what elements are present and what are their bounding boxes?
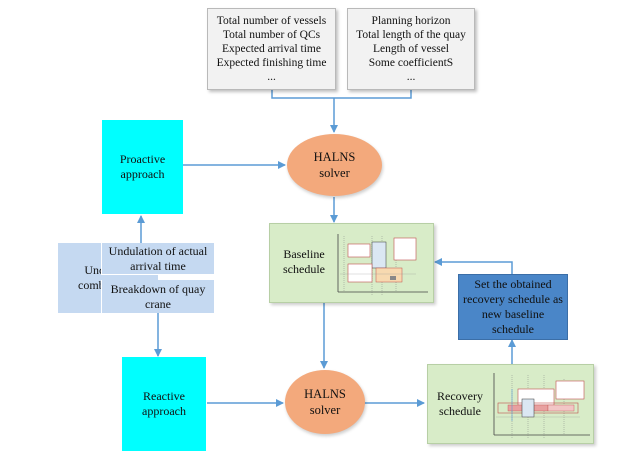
solver-top-line: solver <box>319 166 350 180</box>
inputs-left-line: Expected arrival time <box>222 43 321 55</box>
baseline-schedule-box: Baseline schedule <box>269 223 434 303</box>
undulation-line: arrival time <box>130 258 186 273</box>
recovery-label-line: schedule <box>439 404 481 418</box>
inputs-right-line: Some coefficientS <box>368 57 454 69</box>
proactive-line: approach <box>120 167 165 181</box>
breakdown-box: Breakdown of quay crane <box>101 280 214 313</box>
set-line: new baseline <box>481 307 545 321</box>
recovery-label-line: Recovery <box>437 389 483 403</box>
inputs-connector <box>271 90 412 99</box>
baseline-label-line: Baseline <box>283 247 325 261</box>
baseline-gantt-thumbnail <box>337 234 428 296</box>
inputs-right-line: Length of vessel <box>372 43 449 55</box>
inputs-right-line: Total length of the quay <box>356 29 466 41</box>
solver-top-line: HALNS <box>313 150 356 164</box>
inputs-left-line: Total number of vessels <box>216 15 327 27</box>
solver-bottom-line: solver <box>309 403 341 417</box>
set-line: schedule <box>492 322 534 336</box>
recovery-gantt-thumbnail <box>493 373 590 439</box>
inputs-left-line: Expected finishing time <box>216 57 327 69</box>
breakdown-line: Breakdown of quay <box>110 281 206 296</box>
undulation-box: Undulation of actual arrival time <box>101 243 214 275</box>
halns-solver-bottom: HALNS solver <box>285 370 365 434</box>
baseline-label: Baseline schedule <box>278 247 330 277</box>
inputs-left-line: Total number of QCs <box>222 29 321 41</box>
inputs-right-line: ... <box>406 71 416 83</box>
inputs-right-line: Planning horizon <box>371 15 451 27</box>
reactive-line: approach <box>142 404 186 418</box>
proactive-line: Proactive <box>119 152 166 166</box>
recovery-label: Recovery schedule <box>434 389 486 419</box>
halns-solver-top: HALNS solver <box>287 134 382 196</box>
proactive-approach-box: Proactive approach <box>102 120 183 214</box>
baseline-label-line: schedule <box>283 262 325 276</box>
undulation-line: Undulation of actual <box>108 243 208 258</box>
solver-bottom-line: HALNS <box>304 387 346 401</box>
inputs-right-box: Planning horizon Total length of the qua… <box>347 8 475 90</box>
reactive-line: Reactive <box>143 389 185 403</box>
breakdown-line: crane <box>145 296 171 311</box>
set-obtained-schedule-box: Set the obtained recovery schedule as ne… <box>458 274 568 340</box>
set-to-baseline-arrow <box>434 258 513 274</box>
inputs-left-box: Total number of vessels Total number of … <box>207 8 336 90</box>
inputs-left-line: ... <box>267 71 276 83</box>
set-line: recovery schedule as <box>463 292 563 306</box>
reactive-approach-box: Reactive approach <box>122 357 206 451</box>
recovery-schedule-box: Recovery schedule <box>427 364 594 444</box>
set-line: Set the obtained <box>474 277 552 291</box>
